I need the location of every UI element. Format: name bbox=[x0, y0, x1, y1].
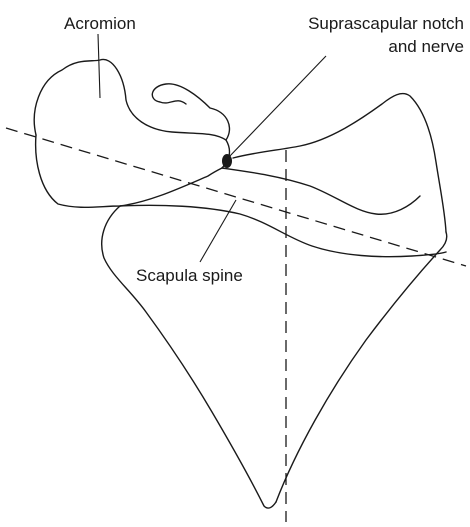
medial-border-outline bbox=[276, 232, 447, 502]
acromion-leader-line bbox=[98, 34, 100, 98]
acromion-label: Acromion bbox=[64, 14, 136, 33]
scapula-spine-ridge bbox=[222, 168, 420, 214]
spine-axis-dashed-line bbox=[6, 128, 466, 266]
superior-border-outline bbox=[233, 94, 446, 232]
scapula-spine-label: Scapula spine bbox=[136, 266, 243, 285]
scapula-spine-lower-ridge bbox=[120, 205, 446, 256]
lateral-border-outline bbox=[102, 206, 276, 508]
suprascapular-notch-label-line1: Suprascapular notch bbox=[308, 14, 464, 33]
acromion-outline bbox=[34, 59, 229, 168]
suprascapular-notch-label-line2: and nerve bbox=[388, 37, 464, 56]
